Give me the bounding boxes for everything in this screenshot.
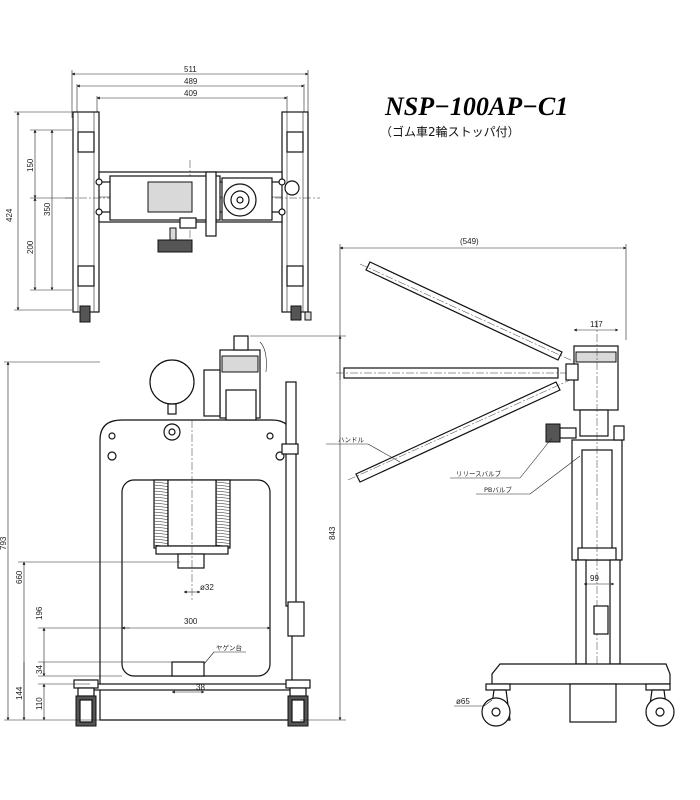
top-view: 511 489 409 <box>5 65 320 323</box>
dim-549: (549) <box>460 237 479 246</box>
dim-350: 350 <box>43 202 52 216</box>
side-view: (549) 117 99 ø65 ハンドル リリースバルブ PBバルブ <box>326 237 675 727</box>
dim-34: 34 <box>35 665 44 674</box>
caster-right <box>285 679 311 727</box>
handle-lower <box>347 379 571 483</box>
dim-38: 38 <box>196 683 205 692</box>
dim-144: 144 <box>15 686 24 700</box>
dim-300: 300 <box>184 617 198 626</box>
spring-right <box>215 479 231 549</box>
label-pb-valve: PBバルブ <box>484 485 512 494</box>
dim-99: 99 <box>590 574 599 583</box>
dim-110: 110 <box>35 697 44 710</box>
caster-side-left <box>481 689 511 727</box>
spring-left <box>153 479 169 549</box>
dim-409: 409 <box>184 89 198 98</box>
dim-200: 200 <box>26 240 35 254</box>
dim-793: 793 <box>0 536 8 550</box>
dim-489: 489 <box>184 77 198 86</box>
label-handle: ハンドル <box>338 436 365 444</box>
dim-424: 424 <box>5 208 14 222</box>
caster-side-right <box>645 689 675 727</box>
dim-150: 150 <box>26 158 35 172</box>
model-subtitle: （ゴム車2輪ストッパ付） <box>380 124 520 139</box>
dim-843: 843 <box>328 526 337 540</box>
dim-196: 196 <box>35 606 44 620</box>
dim-wheel: ø65 <box>456 697 470 706</box>
handle-mid <box>336 367 575 379</box>
dim-660: 660 <box>15 570 24 584</box>
handle-upper <box>359 261 576 363</box>
model-title: NSP−100AP−C1 <box>384 92 568 121</box>
dim-511: 511 <box>184 65 197 74</box>
label-release-valve: リリースバルブ <box>456 469 502 478</box>
dim-dia32: ø32 <box>200 583 214 592</box>
label-yagen: ヤゲン台 <box>216 643 242 652</box>
caster-left <box>73 679 99 727</box>
dim-117: 117 <box>590 320 603 329</box>
